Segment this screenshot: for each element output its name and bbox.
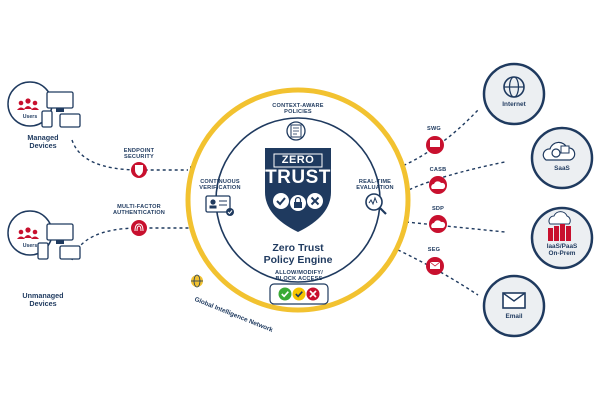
unmanaged-devices-label: Unmanaged Devices — [6, 291, 80, 309]
envelope-shield-icon — [426, 257, 444, 275]
email-label: Email — [489, 313, 539, 320]
monitor-shield-icon — [426, 136, 444, 154]
continuous-line2: VERIFICATION — [199, 185, 241, 192]
context-line2: POLICIES — [284, 109, 312, 116]
casb-label: CASB — [429, 167, 447, 173]
actions-line2: BLOCK ACCESS — [275, 276, 323, 283]
continuous-line1: CONTINUOUS — [200, 179, 240, 185]
swg-label: SWG — [427, 126, 441, 132]
internet-label: Internet — [489, 101, 539, 108]
sdp-connector — [405, 221, 506, 233]
id-card-icon — [205, 195, 234, 216]
unmanaged-monitor-icon — [46, 223, 74, 241]
casb-connector — [403, 161, 506, 193]
datacenter-icon — [548, 224, 571, 241]
iaas-line2: On-Prem — [548, 250, 576, 258]
unmanaged-users-label: Users — [22, 243, 38, 249]
realtime-line2: EVALUATION — [356, 185, 394, 192]
mfa-label: MULTI-FACTOR AUTHENTICATION — [100, 204, 178, 217]
modify-icon — [292, 287, 306, 301]
iaas-label: IaaS/PaaS On-Prem — [537, 243, 587, 258]
continuous-verification-label: CONTINUOUS VERIFICATION — [190, 179, 250, 192]
zero-badge — [273, 153, 323, 168]
allow-icon — [278, 287, 292, 301]
cloud-shield-icon — [429, 176, 447, 194]
context-line1: CONTEXT-AWARE — [272, 103, 324, 109]
endpoint-line1: ENDPOINT — [123, 148, 155, 154]
saas-line1: SaaS — [554, 165, 570, 172]
endpoint-line2: SECURITY — [124, 154, 154, 161]
email-service — [482, 274, 546, 338]
unmanaged-phone-icon — [37, 242, 49, 260]
actions-line1: ALLOW/MODIFY/ — [275, 270, 323, 276]
managed-devices-label: Managed Devices — [8, 133, 78, 151]
managed-connector — [71, 139, 188, 171]
sdp-label: SDP — [431, 206, 445, 212]
network-globe-icon — [191, 274, 203, 288]
unmanaged-label-line1: Unmanaged — [22, 291, 64, 300]
mfa-line1: MULTI-FACTOR — [117, 204, 161, 210]
magnifier-chart-icon — [365, 193, 387, 215]
saas-apps-icon — [542, 141, 576, 161]
endpoint-shield-icon — [131, 162, 147, 178]
engine-line2: Policy Engine — [263, 254, 333, 267]
check-circle-icon — [273, 193, 289, 209]
trust-label: TRUST — [265, 167, 331, 188]
managed-phone-icon — [41, 110, 53, 128]
email-line1: Email — [505, 313, 523, 320]
cloud-lock-icon — [429, 215, 447, 233]
check-mark-icon — [276, 197, 286, 206]
engine-line1: Zero Trust — [272, 242, 324, 254]
mfa-line2: AUTHENTICATION — [112, 210, 166, 217]
x-mark-icon — [310, 196, 320, 206]
saas-service — [530, 126, 594, 190]
policy-engine-label: Zero Trust Policy Engine — [248, 242, 348, 266]
managed-label-line1: Managed — [27, 133, 59, 142]
iaas-service — [530, 206, 594, 270]
unmanaged-label-line2: Devices — [29, 299, 57, 309]
managed-users-label: Users — [22, 114, 38, 120]
managed-monitor-icon — [46, 91, 74, 109]
internet-line1: Internet — [502, 101, 526, 108]
seg-label: SEG — [427, 247, 441, 253]
zero-label: ZERO — [281, 154, 315, 166]
realtime-evaluation-label: REAL-TIME EVALUATION — [347, 179, 403, 192]
zero-trust-shield — [265, 148, 331, 232]
fingerprint-icon — [131, 220, 147, 236]
unmanaged-laptop-icon — [59, 245, 81, 260]
managed-laptop-icon — [59, 113, 81, 128]
context-aware-label: CONTEXT-AWARE POLICIES — [258, 103, 338, 116]
endpoint-security-label: ENDPOINT SECURITY — [105, 148, 173, 161]
internet-service — [482, 62, 546, 126]
unmanaged-connector — [71, 227, 190, 261]
iaas-line1: IaaS/PaaS — [546, 243, 578, 250]
managed-label-line2: Devices — [29, 141, 57, 151]
policy-document-icon — [286, 121, 306, 141]
actions-label: ALLOW/MODIFY/ BLOCK ACCESS — [264, 270, 334, 283]
saas-label: SaaS — [537, 165, 587, 172]
realtime-line1: REAL-TIME — [358, 179, 392, 185]
